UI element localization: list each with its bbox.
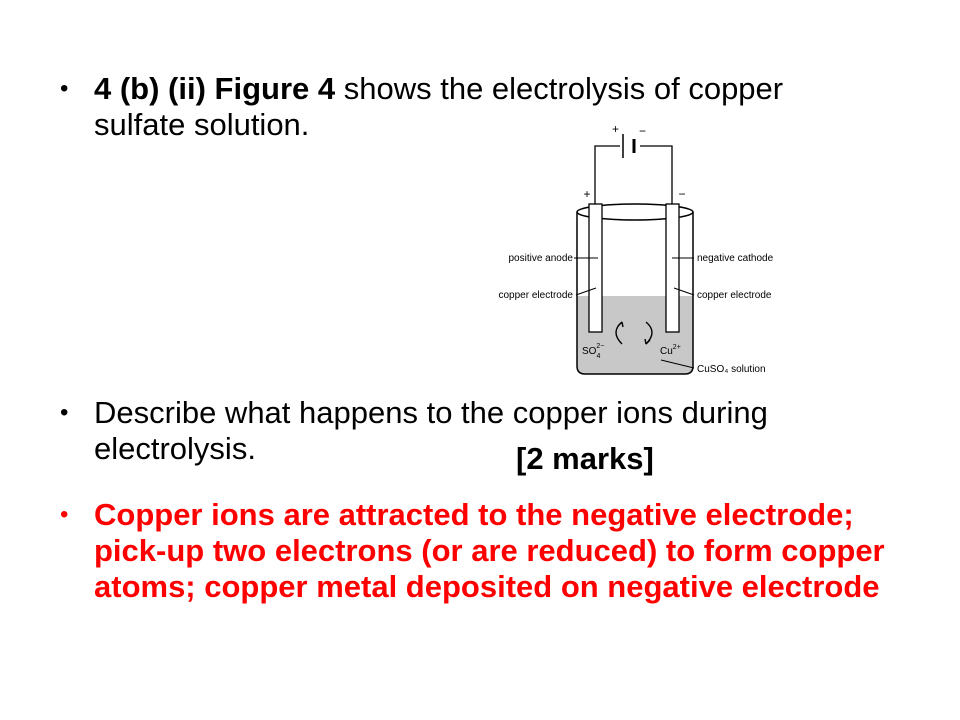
wire-right	[640, 145, 673, 204]
beaker	[576, 212, 694, 375]
battery-minus-label: −	[639, 124, 646, 138]
sulfate-arrowhead	[617, 321, 624, 328]
beaker-rim	[576, 203, 694, 221]
left-electrode-leader	[575, 287, 597, 296]
electrolysis-figure: + − + − positive anode copper electrode …	[476, 120, 806, 382]
bullet-dot: •	[60, 399, 69, 426]
sulfate-ion-label: SO42−	[582, 343, 604, 360]
negative-cathode-label: negative cathode	[697, 253, 774, 264]
solution-fill	[577, 296, 693, 374]
bullet-dot: •	[60, 75, 69, 102]
copper-electrode-left-label: copper electrode	[499, 290, 574, 301]
question-prompt: Describe what happens to the copper ions…	[94, 395, 768, 466]
question-intro: 4 (b) (ii) Figure 4 shows the electrolys…	[94, 71, 854, 143]
marks-label: [2 marks]	[516, 441, 654, 476]
question-intro-text: shows the electrolysis of copper sulfate…	[94, 71, 784, 142]
anode-plus-label: +	[583, 187, 590, 201]
positive-anode-label: positive anode	[509, 253, 574, 264]
right-electrode-leader	[673, 287, 695, 296]
battery-plus-label: +	[612, 122, 619, 136]
answer-text: Copper ions are attracted to the negativ…	[94, 497, 885, 604]
copper-ion-label: Cu2+	[660, 344, 681, 357]
cathode-electrode	[665, 203, 680, 333]
solution-leader	[660, 359, 695, 369]
copper-arrowhead	[644, 338, 651, 345]
cathode-minus-label: −	[678, 187, 685, 201]
cuso4-solution-label: CuSO₄ solution	[697, 364, 766, 375]
wire-left	[594, 145, 620, 204]
electrolysis-diagram: + − + − positive anode copper electrode …	[499, 122, 774, 375]
anode-electrode	[588, 203, 603, 333]
bullet-dot: •	[60, 501, 69, 528]
question-number: 4 (b) (ii) Figure 4	[94, 71, 336, 106]
copper-electrode-right-label: copper electrode	[697, 290, 772, 301]
